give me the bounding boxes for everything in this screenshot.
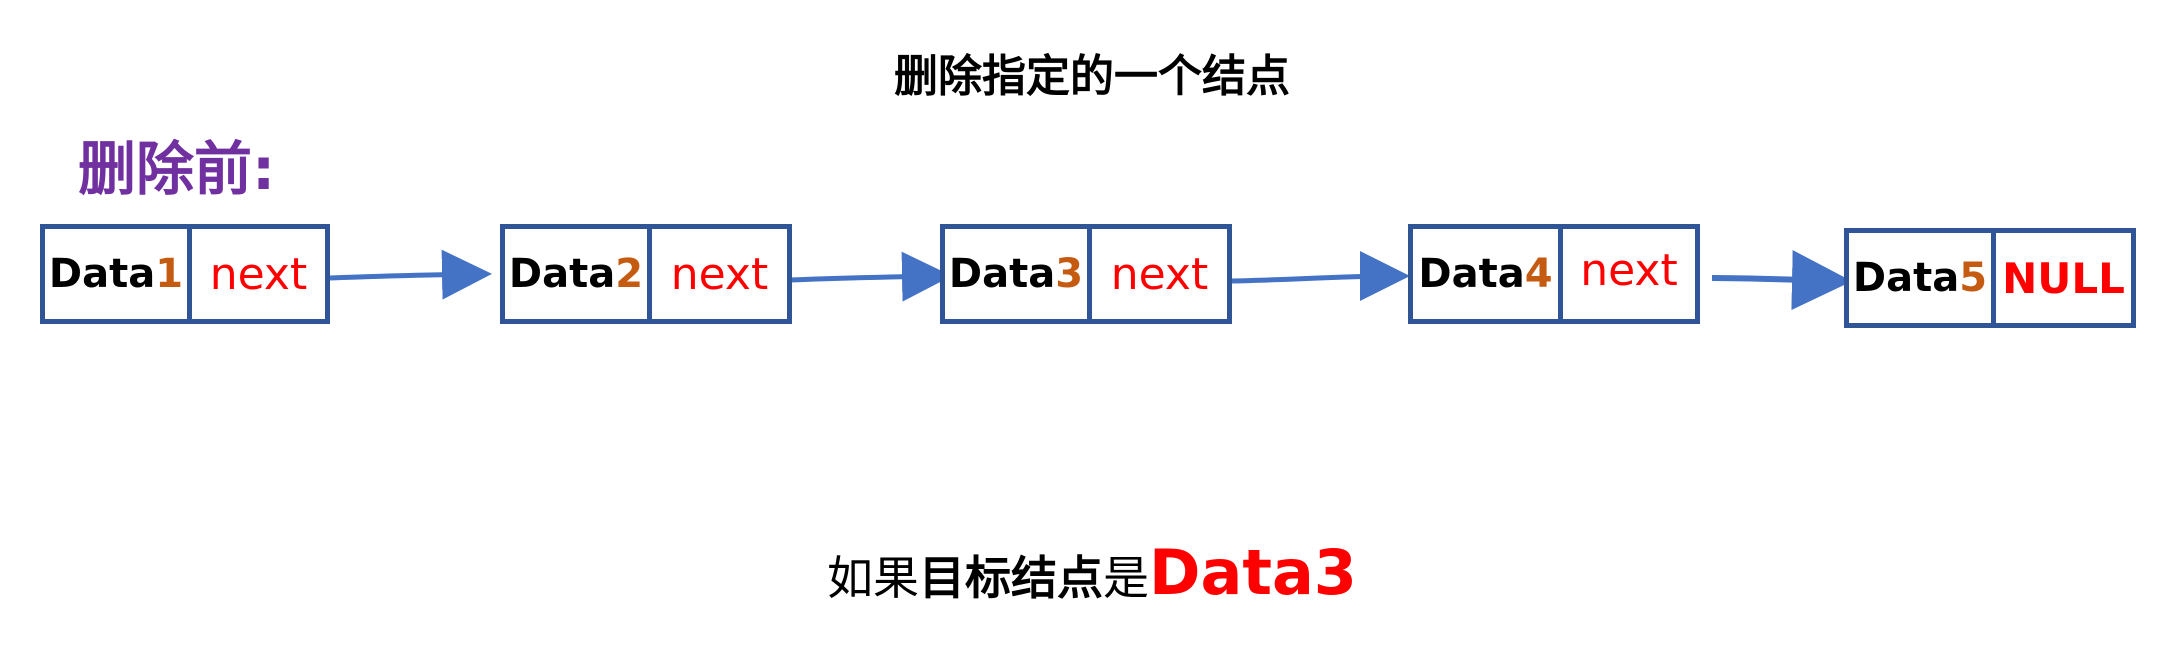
node-next-cell: next xyxy=(670,248,769,300)
node-next-cell: next xyxy=(1110,248,1209,300)
before-deletion-label: 删除前: xyxy=(78,135,276,203)
node-index: 5 xyxy=(1959,255,1988,301)
node-index: 4 xyxy=(1524,251,1553,297)
target-caption: 如果目标结点是Data3 xyxy=(827,536,1357,609)
node-next-null-cell: NULL xyxy=(2002,253,2125,303)
arrow-4-to-5 xyxy=(1711,250,1852,311)
node-next-cell: next xyxy=(1580,244,1678,296)
node-index: 3 xyxy=(1055,251,1084,297)
node-next-cell: next xyxy=(209,248,308,300)
arrow-3-to-4 xyxy=(1231,251,1410,302)
arrow-1-to-2 xyxy=(329,249,492,300)
diagram-title: 删除指定的一个结点 xyxy=(0,40,2184,104)
node-index: 2 xyxy=(615,251,644,297)
arrow-2-to-3 xyxy=(789,251,952,302)
node-index: 1 xyxy=(155,251,184,297)
title-text: 删除指定的一个结点 xyxy=(894,51,1290,102)
target-node-name: Data3 xyxy=(1149,536,1357,609)
